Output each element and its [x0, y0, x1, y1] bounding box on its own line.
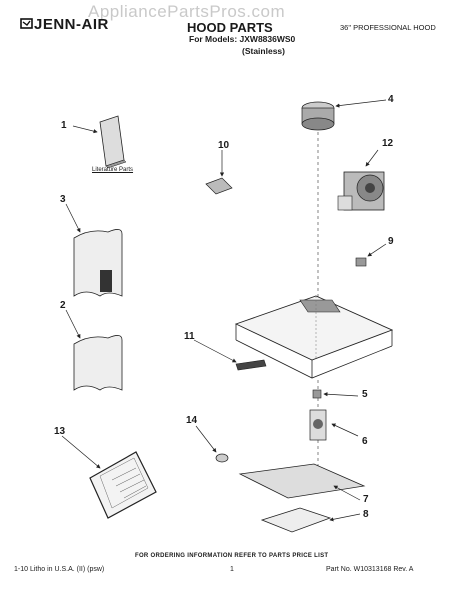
callout-11: 11: [184, 331, 195, 342]
callout-14: 14: [186, 415, 198, 426]
filter-plate: [260, 507, 361, 533]
model-number: For Models: JXW8836WS0: [189, 34, 296, 44]
callout-12: 12: [382, 138, 394, 149]
literature-parts-caption: Literature Parts: [92, 167, 134, 173]
brand-logo: JENN-AIR: [20, 16, 109, 33]
callout-8: 8: [363, 509, 369, 520]
upper-duct-cover: [65, 203, 123, 297]
callout-4: 4: [388, 94, 394, 105]
motor-housing: [301, 99, 387, 131]
grommet: [195, 425, 229, 463]
callout-3: 3: [60, 194, 66, 205]
litho-info: 1-10 Litho in U.S.A. (II) (psw): [14, 566, 105, 573]
callout-5: 5: [362, 389, 368, 400]
callout-1: 1: [61, 120, 67, 131]
watermark-text: AppliancePartsPros.com: [88, 2, 286, 21]
callout-2: 2: [60, 300, 66, 311]
callout-6: 6: [362, 436, 368, 447]
callout-7: 7: [363, 494, 369, 505]
callout-13: 13: [54, 426, 66, 437]
mounting-bracket: [205, 150, 233, 195]
brand-name: JENN-AIR: [34, 16, 109, 33]
ordering-note: FOR ORDERING INFORMATION REFER TO PARTS …: [135, 553, 329, 559]
literature-booklet: [72, 115, 127, 169]
bottom-panel: [238, 463, 366, 501]
blower-assembly: [337, 149, 385, 211]
callout-9: 9: [388, 236, 394, 247]
lower-duct-cover: [65, 309, 123, 391]
page-title: HOOD PARTS: [187, 20, 273, 35]
page-number: 1: [230, 566, 234, 573]
wire-connector: [355, 243, 387, 267]
light-socket: [309, 409, 359, 441]
model-variant: (Stainless): [242, 46, 285, 56]
control-knob: [312, 389, 359, 399]
callout-10: 10: [218, 140, 230, 151]
hood-canopy: [234, 295, 394, 379]
part-number: Part No. W10313168 Rev. A: [326, 566, 414, 573]
brand-mark-icon: [20, 18, 33, 29]
hood-type: 36" PROFESSIONAL HOOD: [340, 23, 436, 32]
filter-panel: [61, 435, 157, 519]
light-switch-strip: [193, 339, 267, 371]
